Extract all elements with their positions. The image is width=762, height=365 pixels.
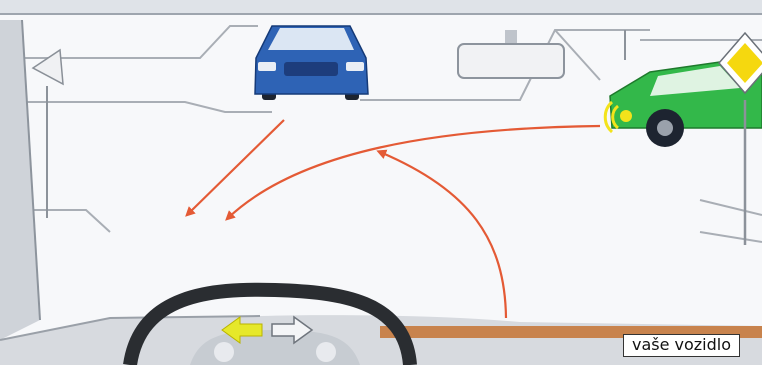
left-a-pillar-edge (21, 19, 41, 321)
sign-poles (46, 30, 626, 218)
windshield-top-frame (0, 0, 762, 14)
rearview-mirror (457, 30, 565, 79)
yield-sign-icon (31, 48, 64, 86)
left-turn-signal-icon (221, 316, 263, 344)
priority-road-sign-icon (718, 31, 762, 245)
road-edge-right-lower (699, 199, 762, 216)
green-car-turn-signal (603, 100, 632, 134)
road-edge-right-diag (554, 29, 601, 81)
road-edge-upper-left (0, 25, 258, 59)
right-turn-signal-icon (271, 315, 314, 345)
arrow-blue-car-path (185, 119, 285, 217)
road-edge-right-lower-2 (699, 231, 762, 243)
own-vehicle-label: vaše vozidlo (622, 334, 740, 357)
arrow-green-car-path (225, 124, 601, 221)
green-car (603, 59, 762, 147)
blue-car (254, 25, 369, 100)
road-edge-left-lower (0, 101, 272, 113)
path-arrows (185, 119, 601, 319)
steering-wheel (123, 282, 417, 365)
arrow-own-vehicle-path (376, 149, 508, 319)
dashboard-edge (0, 315, 261, 341)
left-a-pillar (0, 20, 40, 340)
